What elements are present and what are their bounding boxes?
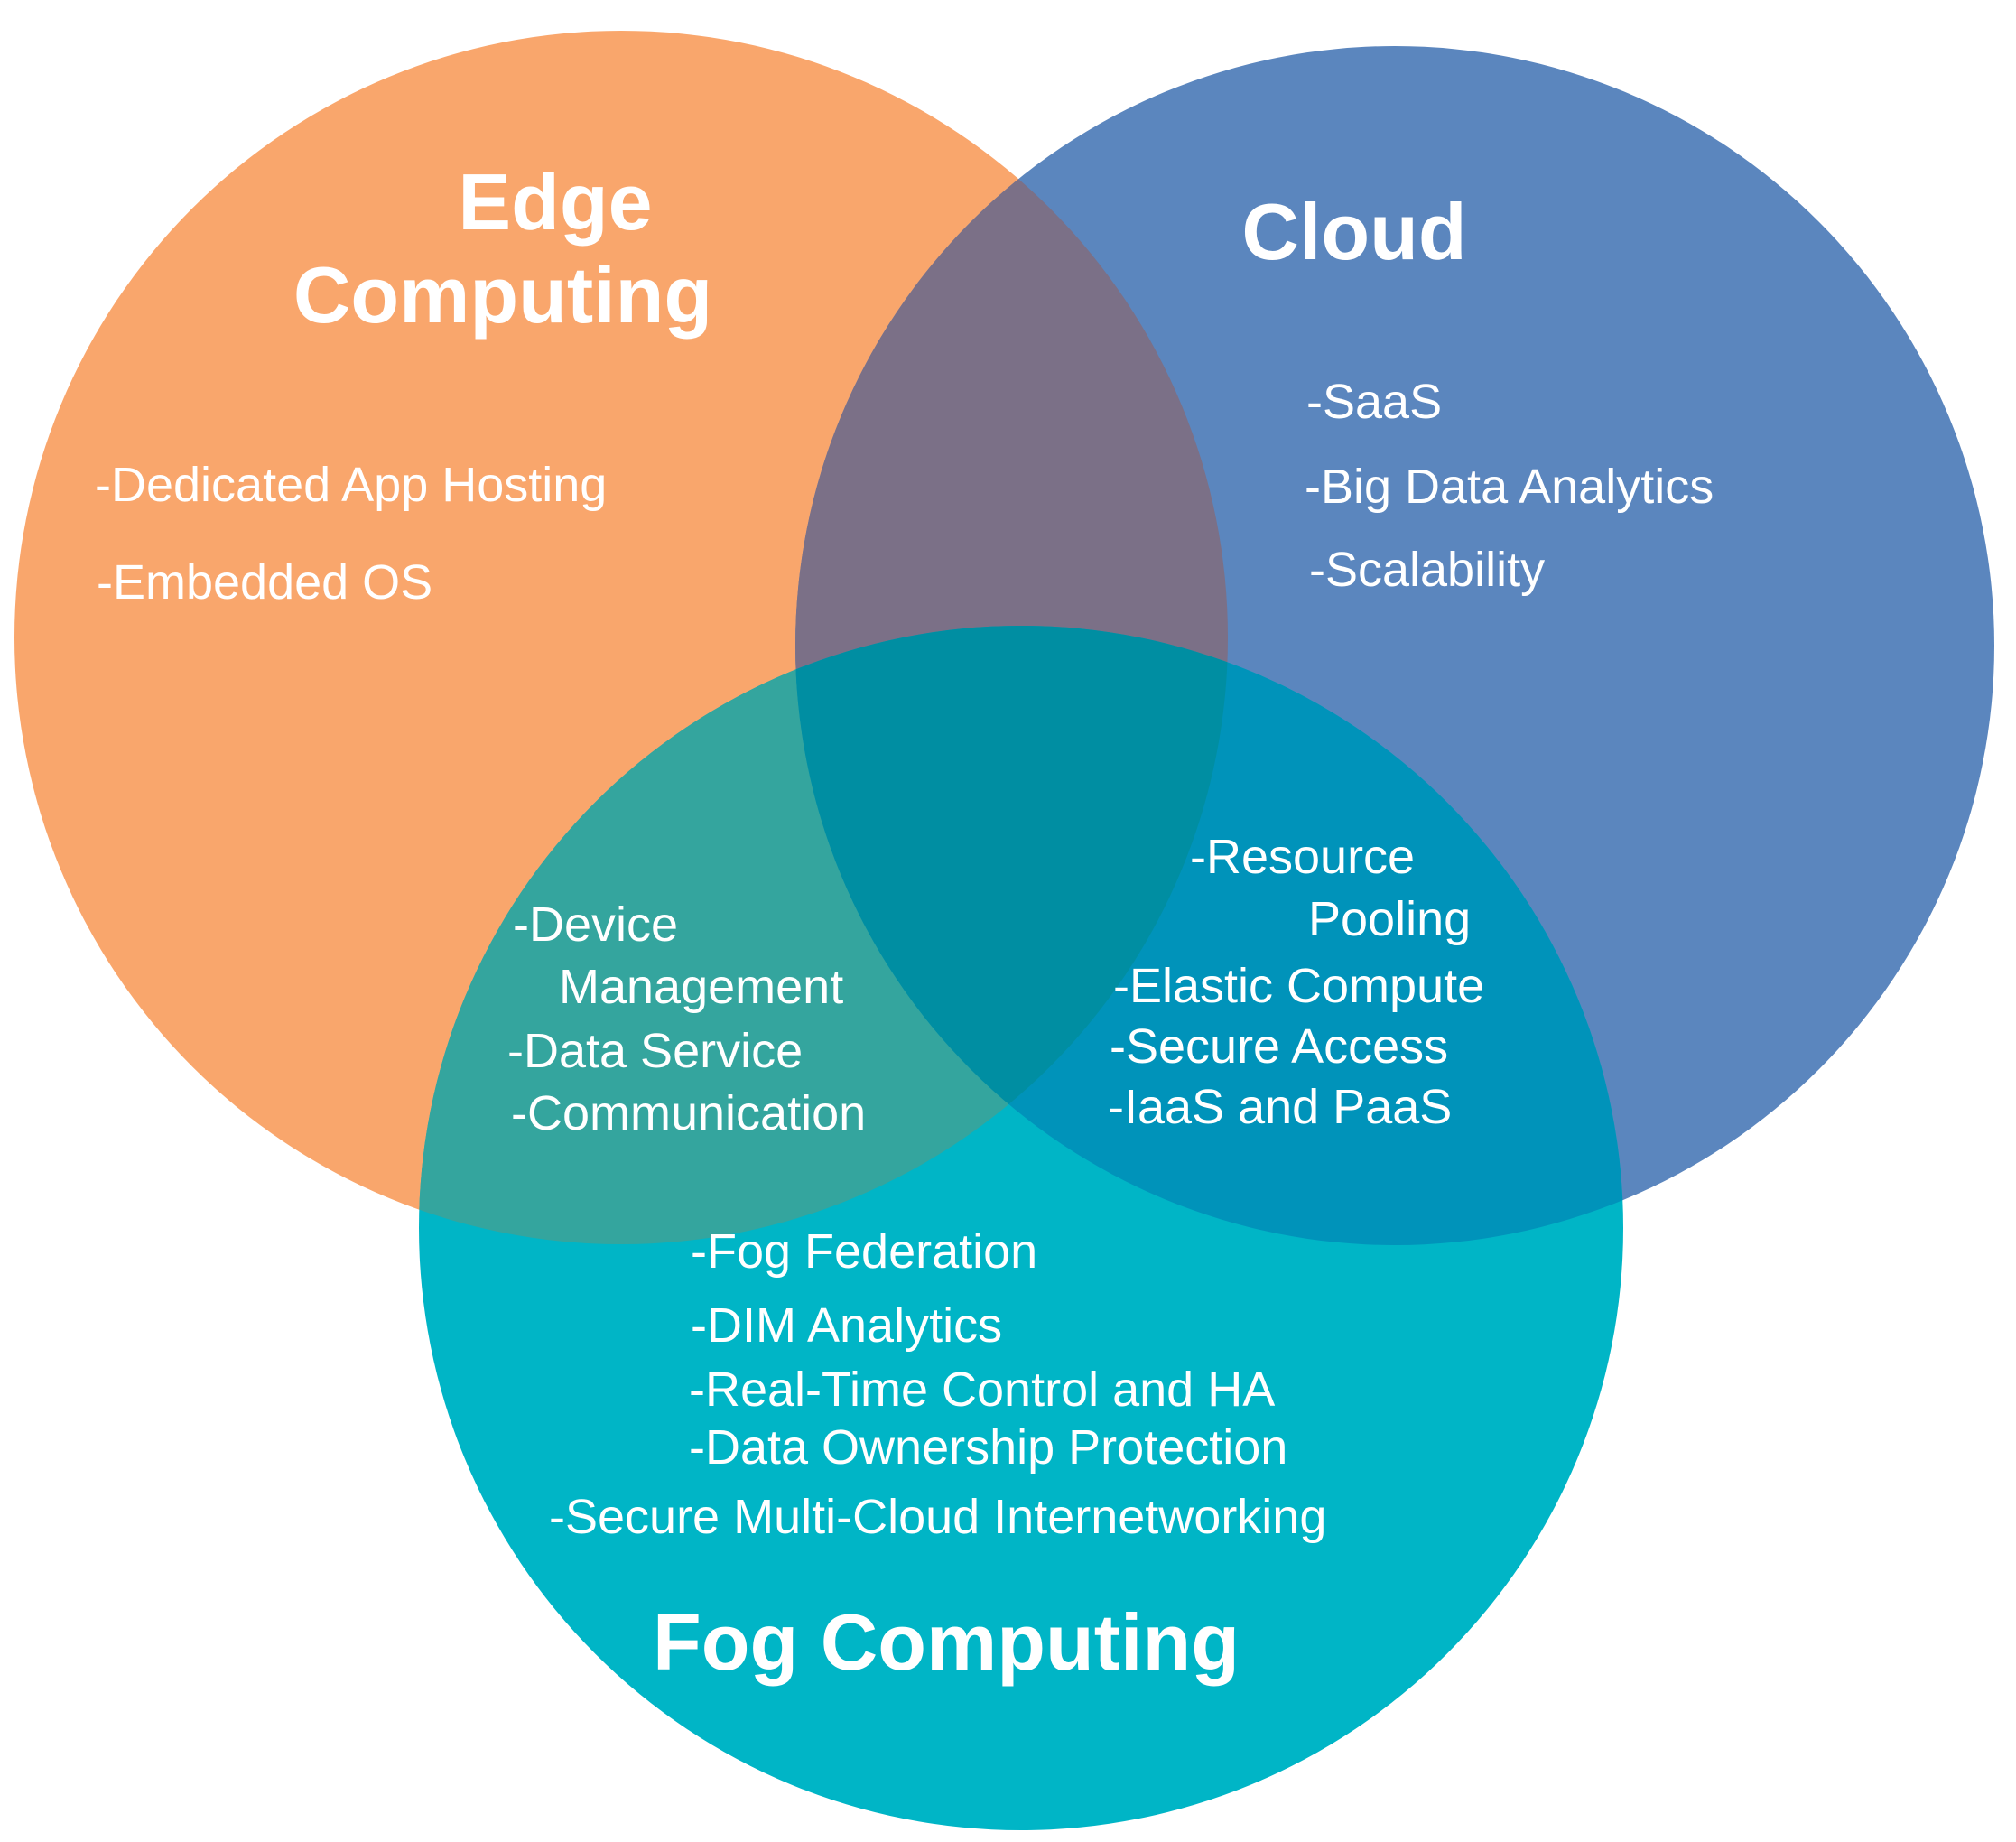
fog-item: -Data Ownership Protection <box>689 1420 1287 1475</box>
edge-title-line1: Edge <box>458 157 652 247</box>
edge-item: -Embedded OS <box>97 555 432 609</box>
cloud-title: Cloud <box>1241 187 1466 276</box>
fog-item: -Fog Federation <box>691 1224 1037 1279</box>
fog-title: Fog Computing <box>653 1597 1240 1687</box>
edge-fog-item: Management <box>559 960 843 1014</box>
cloud-item: -Big Data Analytics <box>1305 460 1714 514</box>
cloud-item: -Scalability <box>1309 543 1545 597</box>
edge-fog-item: -Communication <box>511 1086 866 1140</box>
cloud-fog-item: -Elastic Compute <box>1113 959 1484 1013</box>
cloud-fog-item: -Resource <box>1190 830 1415 884</box>
cloud-item: -SaaS <box>1306 375 1442 429</box>
edge-fog-item: -Device <box>513 898 678 952</box>
edge-title-line2: Computing <box>293 250 712 340</box>
cloud-fog-item: -IaaS and PaaS <box>1108 1080 1452 1134</box>
edge-item: -Dedicated App Hosting <box>95 458 607 512</box>
cloud-fog-item: -Secure Access <box>1110 1019 1448 1074</box>
cloud-fog-item: Pooling <box>1308 892 1471 946</box>
edge-fog-item: -Data Service <box>507 1024 803 1078</box>
fog-item: -Secure Multi-Cloud Internetworking <box>549 1490 1326 1544</box>
fog-item: -Real-Time Control and HA <box>689 1363 1275 1417</box>
fog-item: -DIM Analytics <box>691 1298 1002 1353</box>
